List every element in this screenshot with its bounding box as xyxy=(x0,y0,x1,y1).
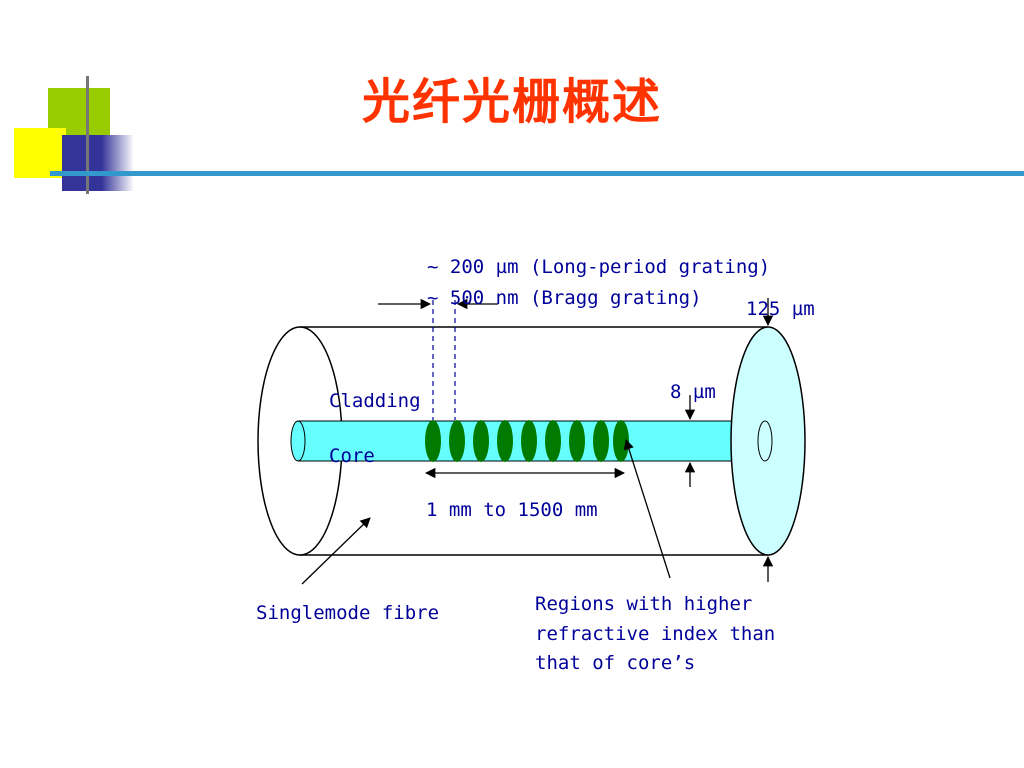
core-label: Core xyxy=(329,445,375,467)
core-left-end xyxy=(290,420,306,462)
grating-region xyxy=(613,420,629,462)
page-title: 光纤光栅概述 xyxy=(361,74,662,130)
grating-region xyxy=(593,420,609,462)
fibre-label: Singlemode fibre xyxy=(256,602,439,624)
grating-region xyxy=(521,420,537,462)
grating-region xyxy=(449,420,465,462)
deco-vertical-line xyxy=(86,76,89,194)
grating-region xyxy=(545,420,561,462)
long-period-label: ~ 200 µm (Long-period grating) xyxy=(427,256,770,278)
core-right-end xyxy=(757,420,773,462)
regions-label-line-1: Regions with higher xyxy=(535,593,752,615)
regions-label-line-3: that of core’s xyxy=(535,652,695,674)
grating-region xyxy=(473,420,489,462)
cladding-label: Cladding xyxy=(329,390,421,412)
deco-yellow-square xyxy=(14,128,66,178)
deco-horizontal-line xyxy=(50,171,1024,176)
grating-region xyxy=(569,420,585,462)
grating-regions xyxy=(425,420,629,462)
deco-navy-square xyxy=(62,135,134,191)
regions-label-line-2: refractive index than xyxy=(535,623,775,645)
cladding-diameter-label: 125 µm xyxy=(746,298,815,320)
grating-region xyxy=(497,420,513,462)
grating-region xyxy=(425,420,441,462)
grating-length-label: 1 mm to 1500 mm xyxy=(426,499,598,521)
bragg-label: ~ 500 nm (Bragg grating) xyxy=(427,287,702,309)
core-diameter-label: 8 µm xyxy=(670,381,716,403)
regions-pointer-arrow xyxy=(623,439,671,579)
fibre-pointer-arrow xyxy=(301,517,371,585)
